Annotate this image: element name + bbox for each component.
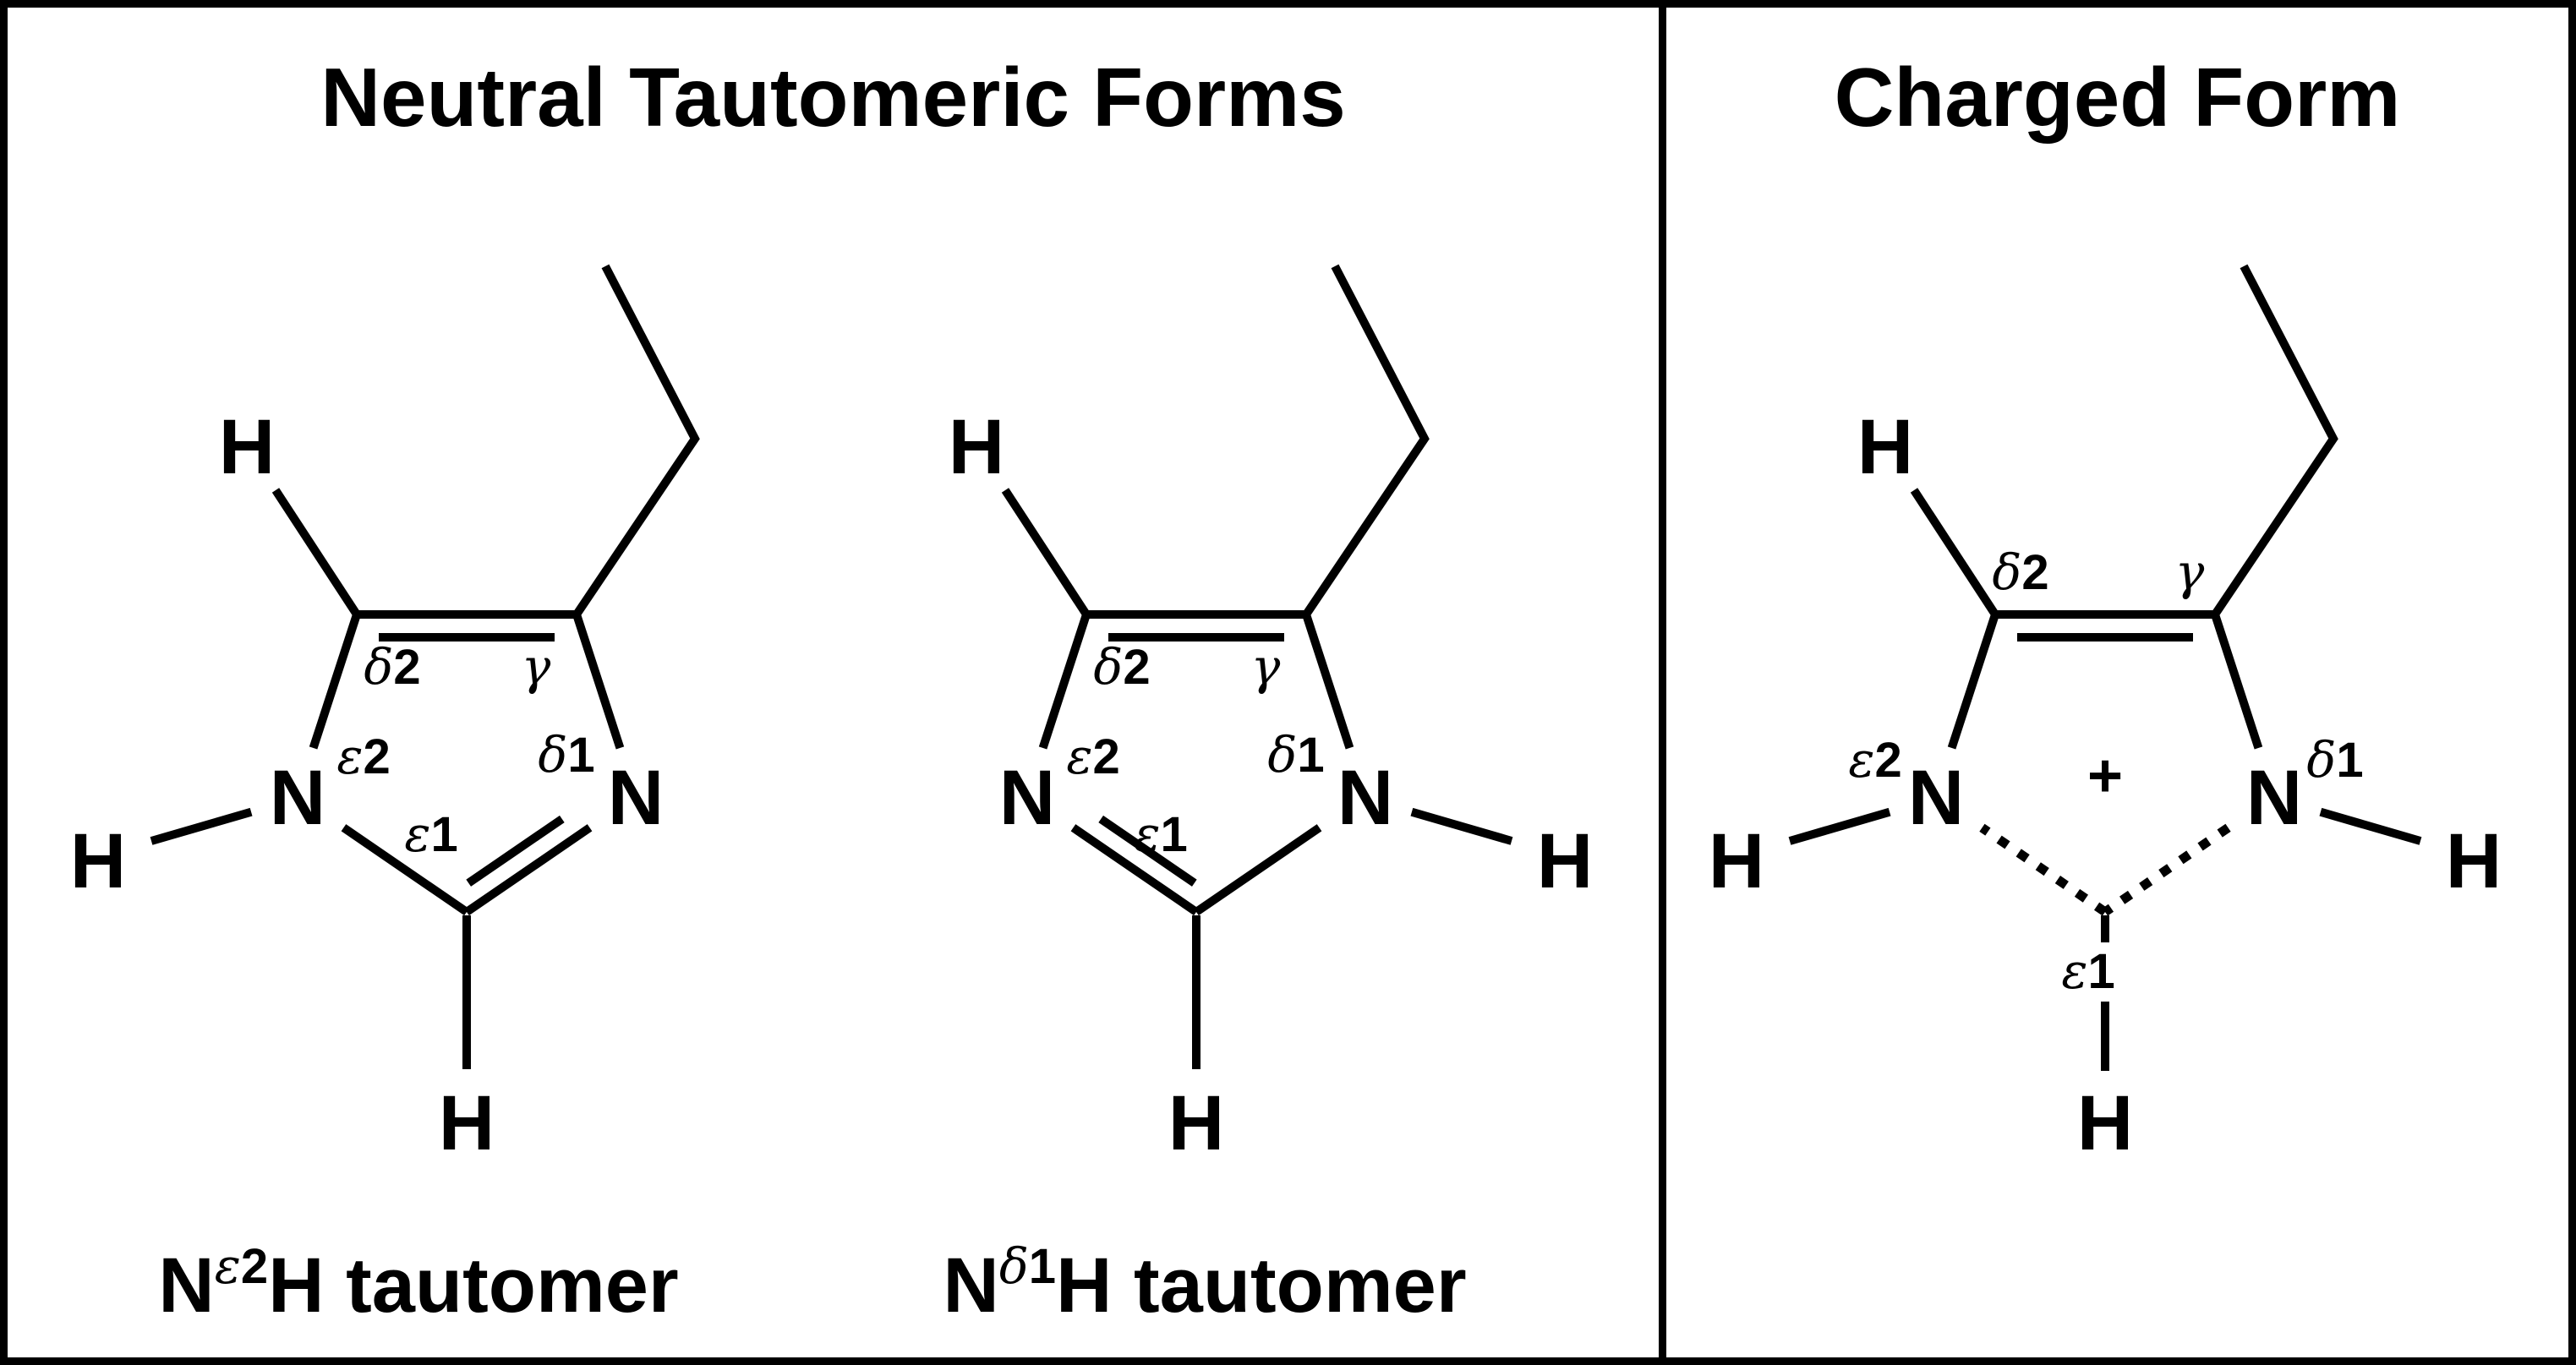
panel-divider [1659,8,1666,1357]
caption-sup-greek: ε [214,1237,241,1295]
nd1-nitrogen-label: N [1337,755,1393,841]
caption-sup-digit: 1 [1028,1239,1057,1294]
caption-pre: N [943,1242,999,1329]
caption-post: H tautomer [1056,1242,1467,1329]
epsilon2-position-label: ε2 [1848,731,1901,789]
bond-ce1-ne2 [341,824,469,916]
side-chain-bond [2211,264,2338,617]
bond-ce1-ne2-partial [1979,823,2108,916]
nd1-nitrogen-label: N [2246,755,2302,841]
epsilon1-position-label: ε1 [2061,942,2114,1000]
left-panel-title: Neutral Tautomeric Forms [320,51,1346,144]
caption-nd1h-tautomer: Nδ1H tautomer [943,1242,1466,1324]
caption-pre: N [158,1242,215,1329]
h-on-ce1-label: H [1168,1080,1224,1166]
bond-cg-nd1 [2211,613,2263,750]
side-chain-bond [1302,264,1430,617]
bond-cd2-h [1001,488,1091,617]
delta2-position-label: δ2 [364,638,420,696]
delta1-position-label: δ1 [1267,726,1324,784]
h-on-cd2-label: H [219,404,275,490]
bond-nd1-h [2319,807,2422,845]
h-on-cd2-label: H [1857,404,1913,490]
caption-ne2h-tautomer: Nε2H tautomer [158,1242,678,1324]
bond-cd2-h [271,488,361,617]
bond-ne2-cd2 [1947,613,1999,750]
bond-ne2-h [1788,807,1891,845]
gamma-position-label: γ [1251,638,1281,696]
ne2-nitrogen-label: N [270,755,325,841]
bond-nd1-ce1 [1194,824,1322,916]
h-on-ce1-label: H [2077,1080,2133,1166]
bond-ce1-ne2-double-inner [1098,815,1197,887]
bond-cd2-h [1910,488,1999,617]
h-on-ne2-label: H [70,818,126,904]
ne2-nitrogen-label: N [999,755,1055,841]
caption-post: H tautomer [268,1242,679,1329]
structure-nd1h-tautomer: H H H N Nδ2 γ ε2 δ1 ε1 [949,264,1593,1166]
bond-nd1-h [1410,807,1513,845]
structure-charged-form: H H H H N Nδ2 γ ε2 δ1 ε1 + [1709,264,2502,1166]
right-panel-title: Charged Form [1834,51,2401,144]
bond-cg-nd1 [1302,613,1354,750]
epsilon2-position-label: ε2 [1066,728,1119,785]
delta1-position-label: δ1 [2306,731,2363,789]
bond-ce1-ne2 [1070,824,1199,916]
caption-sup-greek: δ [998,1237,1029,1295]
bond-ne2-cd2 [1038,613,1091,750]
ne2-nitrogen-label: N [1908,755,1964,841]
nd1-nitrogen-label: N [608,755,664,841]
side-chain-bond [572,264,700,617]
gamma-position-label: γ [2175,543,2205,601]
caption-sup-digit: 2 [240,1239,269,1294]
bond-nd1-ce1-double-inner [466,815,565,887]
plus-charge-label: + [2087,742,2123,810]
h-on-cd2-label: H [949,404,1004,490]
epsilon1-position-label: ε1 [1134,805,1187,863]
bond-cg-nd1 [572,613,625,750]
bond-ne2-cd2 [309,613,361,750]
gamma-position-label: γ [522,638,551,696]
epsilon2-position-label: ε2 [336,728,390,785]
bond-ne2-h [150,807,253,845]
h-on-ce1-label: H [439,1080,495,1166]
delta1-position-label: δ1 [538,726,594,784]
delta2-position-label: δ2 [1093,638,1150,696]
h-on-nd1-label: H [2446,818,2502,904]
bond-nd1-ce1 [464,824,593,916]
epsilon1-position-label: ε1 [404,805,457,863]
bond-nd1-ce1-partial [2102,823,2231,916]
h-on-ne2-label: H [1709,818,1764,904]
delta2-position-label: δ2 [1992,543,2048,601]
structure-ne2h-tautomer: H H H N Nδ2 γ ε2 δ1 ε1 [70,264,700,1166]
h-on-nd1-label: H [1537,818,1593,904]
